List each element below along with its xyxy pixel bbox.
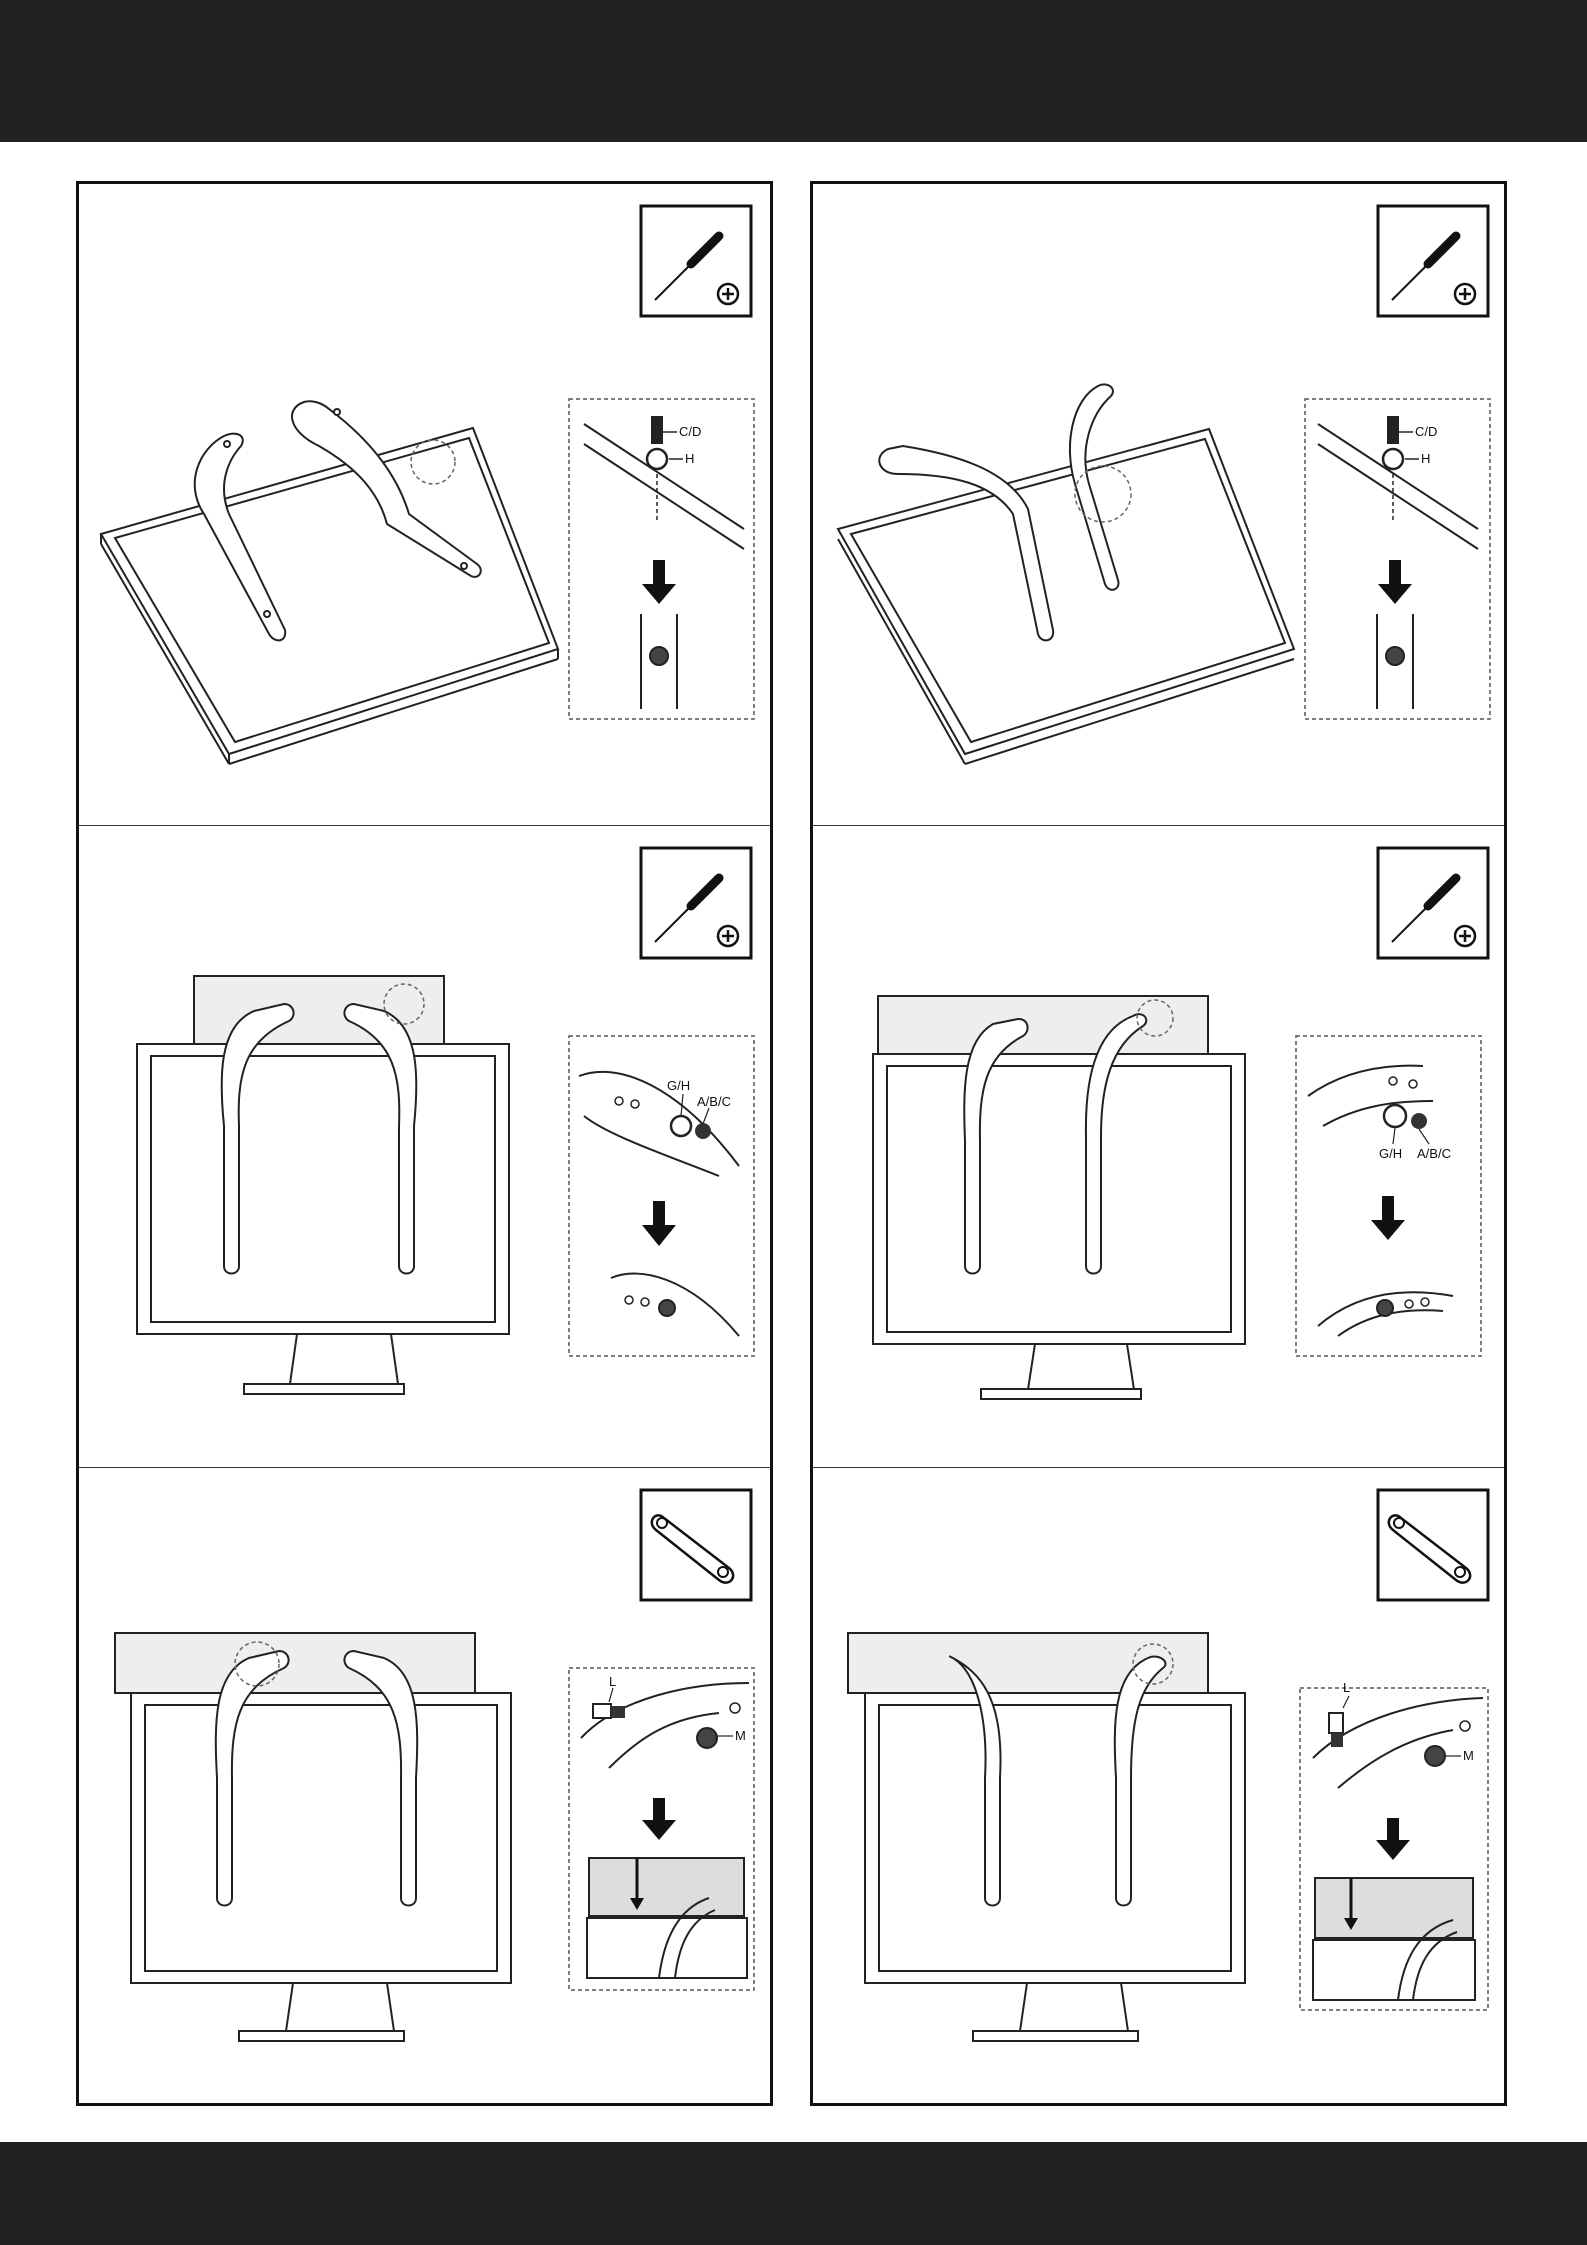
wrench-icon bbox=[1378, 1490, 1488, 1600]
bottom-footer-band bbox=[0, 2142, 1587, 2245]
tv-monitor bbox=[873, 1054, 1245, 1399]
mounting-bracket-right bbox=[1070, 384, 1119, 589]
callout-box bbox=[1296, 1036, 1481, 1356]
callout-label-washer: G/H bbox=[1379, 1146, 1402, 1161]
phillips-screwdriver-icon bbox=[641, 206, 751, 316]
step-3-right-panel: L M bbox=[813, 1468, 1504, 2109]
callout-label-bolt: L bbox=[1343, 1680, 1350, 1695]
wrench-icon bbox=[641, 1490, 751, 1600]
soundbar bbox=[878, 996, 1208, 1056]
callout-label-screw: C/D bbox=[1415, 424, 1437, 439]
mounting-bracket-left bbox=[195, 434, 285, 641]
phillips-screwdriver-icon bbox=[641, 848, 751, 958]
callout-label-bolt: L bbox=[609, 1674, 616, 1689]
step-2-left-panel: G/H A/B/C bbox=[79, 826, 770, 1467]
phillips-screwdriver-icon bbox=[1378, 206, 1488, 316]
callout-label-washer: H bbox=[685, 451, 694, 466]
phillips-screwdriver-icon bbox=[1378, 848, 1488, 958]
tv-back-panel bbox=[838, 429, 1294, 764]
callout-box bbox=[1305, 399, 1490, 719]
callout-label-washer: G/H bbox=[667, 1078, 690, 1093]
top-header-band bbox=[0, 0, 1587, 142]
callout-label-screw: C/D bbox=[679, 424, 701, 439]
soundbar bbox=[115, 1633, 475, 1693]
callout-label-screw: A/B/C bbox=[1417, 1146, 1451, 1161]
callout-label-nut: M bbox=[735, 1728, 746, 1743]
mounting-bracket-right bbox=[292, 401, 481, 577]
step-1-right-panel: C/D H bbox=[813, 184, 1504, 825]
step-1-left-panel: C/D H bbox=[79, 184, 770, 825]
callout-label-washer: H bbox=[1421, 451, 1430, 466]
callout-box bbox=[569, 1036, 754, 1356]
callout-label-screw: A/B/C bbox=[697, 1094, 731, 1109]
callout-box bbox=[569, 399, 754, 719]
left-instruction-column: C/D H bbox=[76, 181, 773, 2106]
step-2-right-panel: G/H A/B/C bbox=[813, 826, 1504, 1467]
tv-monitor bbox=[865, 1693, 1245, 2041]
callout-box bbox=[1300, 1688, 1488, 2010]
callout-label-nut: M bbox=[1463, 1748, 1474, 1763]
mounting-bracket-left bbox=[879, 446, 1053, 640]
right-instruction-column: C/D H bbox=[810, 181, 1507, 2106]
detail-circle bbox=[411, 440, 455, 484]
tv-back-panel bbox=[101, 428, 558, 764]
step-3-left-panel: L M bbox=[79, 1468, 770, 2109]
tv-monitor bbox=[131, 1693, 511, 2041]
tv-monitor bbox=[137, 1044, 509, 1394]
callout-box bbox=[569, 1668, 754, 1990]
